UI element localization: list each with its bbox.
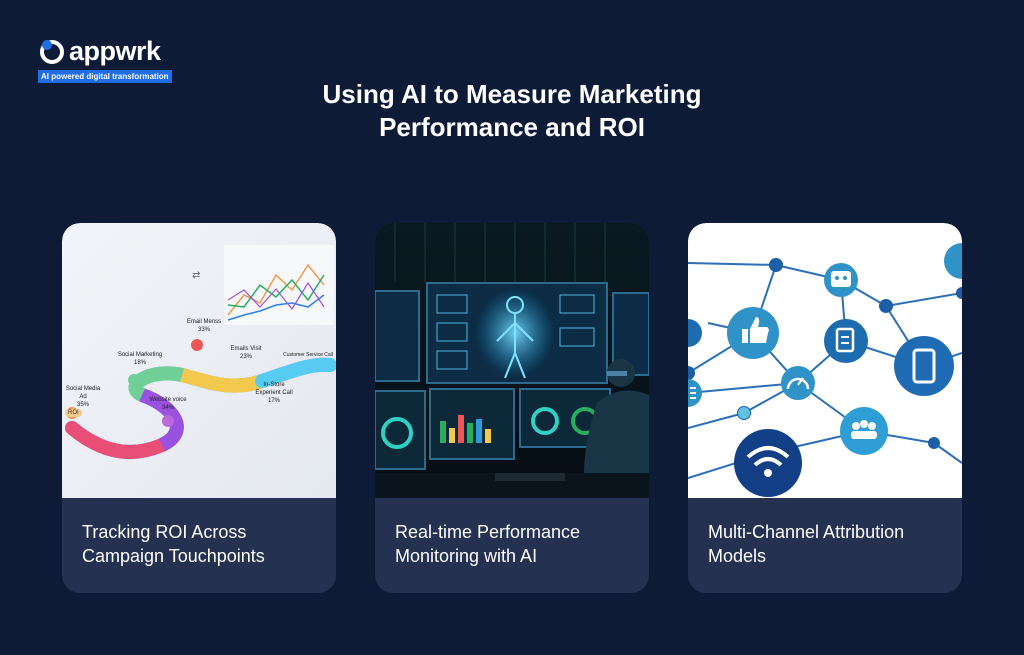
brand-tagline: AI powered digital transformation [38,70,172,83]
appwrk-logo-icon [38,37,66,65]
brand-logo[interactable]: appwrk AI powered digital transformation [38,36,178,84]
mini-line-chart [224,245,334,325]
roi-badge: ROI [65,409,82,417]
thumbs-up-icon [727,307,779,359]
smartphone-icon [894,336,954,396]
face-icon [824,263,858,297]
document-icon [824,319,868,363]
brand-name: appwrk [69,36,161,66]
page-title: Using AI to Measure Marketing Performanc… [212,78,812,144]
channel-network-illustration [688,223,962,498]
svg-text:⇄: ⇄ [192,270,200,281]
list-icon [688,379,702,407]
gauge-icon [781,366,815,400]
wifi-icon [734,429,802,497]
page-title-line-2: Performance and ROI [379,112,645,142]
monitoring-illustration [375,223,649,498]
page-title-line-1: Using AI to Measure Marketing [322,79,702,109]
touchpoint-customer-service: Customer Service Call [283,352,333,358]
group-icon [840,407,888,455]
